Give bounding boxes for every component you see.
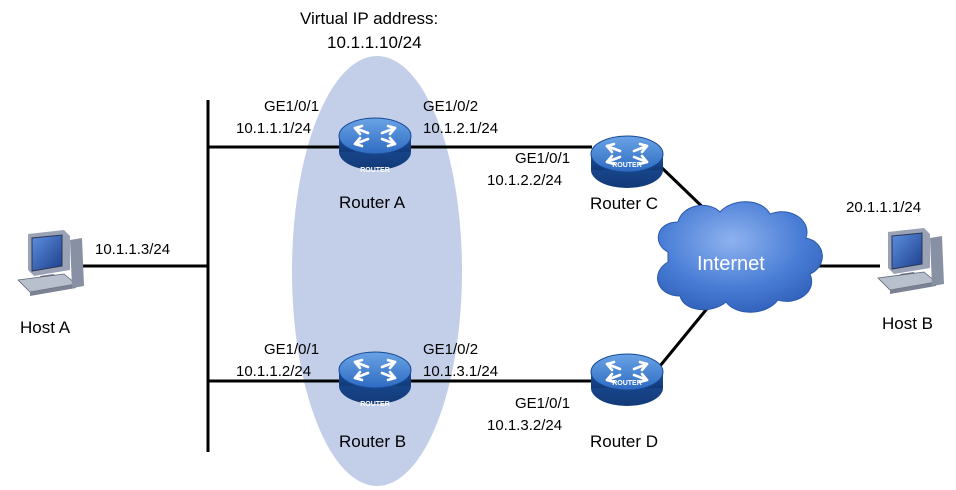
internet-cloud-icon (657, 201, 823, 313)
router-b-if2: GE1/0/2 (423, 341, 479, 358)
vip-address: 10.1.1.10/24 (327, 33, 422, 52)
link-routerd-internet (658, 304, 712, 367)
router-b-if1: GE1/0/1 (264, 341, 320, 358)
router-c-badge: ROUTER (612, 162, 642, 169)
host-b-icon (877, 227, 945, 295)
router-d-badge: ROUTER (612, 380, 642, 387)
router-b-name: Router B (339, 432, 407, 451)
host-a-icon (17, 229, 85, 297)
vrrp-group-area (292, 56, 462, 486)
router-c-if1: GE1/0/1 (515, 150, 571, 167)
router-a-if1: GE1/0/1 (264, 98, 320, 115)
router-d-if1: GE1/0/1 (515, 395, 571, 412)
router-b-ip1: 10.1.1.2/24 (236, 363, 312, 380)
router-b-ip2: 10.1.3.1/24 (423, 363, 499, 380)
router-a-ip1: 10.1.1.1/24 (236, 120, 312, 137)
router-b-badge: ROUTER (360, 401, 390, 408)
vip-title: Virtual IP address: (300, 9, 439, 28)
host-a-ip: 10.1.1.3/24 (95, 241, 171, 258)
router-d-name: Router D (590, 432, 659, 451)
host-a-name: Host A (20, 318, 71, 337)
router-a-name: Router A (339, 193, 406, 212)
router-c-ip1: 10.1.2.2/24 (487, 172, 563, 189)
host-b-name: Host B (882, 314, 934, 333)
internet-label: Internet (697, 253, 765, 275)
host-b-ip: 20.1.1.1/24 (846, 199, 922, 216)
router-a-icon (337, 116, 413, 172)
router-d-ip1: 10.1.3.2/24 (487, 417, 563, 434)
router-a-badge: ROUTER (360, 167, 390, 174)
router-c-name: Router C (590, 194, 659, 213)
router-a-ip2: 10.1.2.1/24 (423, 120, 499, 137)
router-a-if2: GE1/0/2 (423, 98, 479, 115)
router-b-icon (337, 350, 413, 406)
